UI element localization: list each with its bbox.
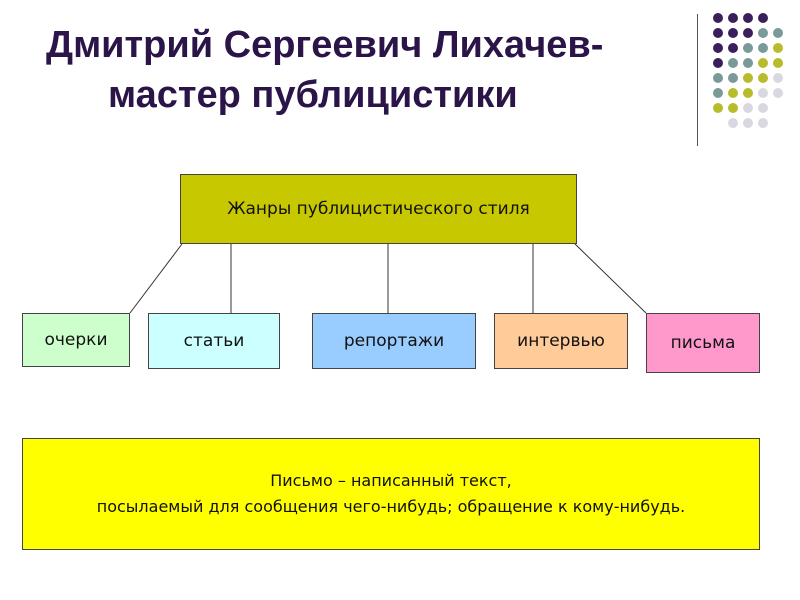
decor-dot — [743, 58, 753, 68]
diagram-node-reportazhi: репортажи — [312, 313, 476, 369]
decor-dot — [743, 73, 753, 83]
decor-dot-grid — [713, 13, 783, 128]
slide-title: Дмитрий Сергеевич Лихачев- мастер публиц… — [46, 20, 706, 120]
decor-dot — [728, 103, 738, 113]
decor-dot — [743, 88, 753, 98]
decor-dot — [713, 28, 723, 38]
diagram-node-stati: статьи — [148, 313, 280, 369]
decor-dot — [713, 88, 723, 98]
decor-dot — [758, 28, 768, 38]
decor-dot — [743, 118, 753, 128]
decor-dot — [728, 118, 738, 128]
decor-dot — [773, 43, 783, 53]
diagram-node-pisma: письма — [646, 313, 760, 373]
decor-dot — [773, 88, 783, 98]
decor-dot — [758, 103, 768, 113]
diagram-node-intervyu: интервью — [494, 313, 628, 369]
note-line-1: Письмо – написанный текст, — [270, 471, 512, 490]
decor-dot — [743, 28, 753, 38]
connector-1 — [129, 243, 183, 314]
decor-dot — [713, 13, 723, 23]
decor-dot — [758, 73, 768, 83]
decor-dot — [713, 43, 723, 53]
decor-dot — [728, 73, 738, 83]
connector-5 — [574, 243, 647, 314]
title-line-1: Дмитрий Сергеевич Лихачев- — [46, 24, 604, 66]
decor-dot — [773, 58, 783, 68]
decor-dot — [713, 58, 723, 68]
decor-dot — [758, 13, 768, 23]
definition-note: Письмо – написанный текст, посылаемый дл… — [22, 438, 760, 550]
decor-dot — [728, 13, 738, 23]
note-line-2: посылаемый для сообщения чего-нибудь; об… — [96, 497, 686, 516]
decor-dot — [743, 13, 753, 23]
title-line-2: мастер публицистики — [108, 74, 518, 116]
decor-dot — [758, 118, 768, 128]
decor-dot — [743, 103, 753, 113]
decor-dot — [758, 58, 768, 68]
decor-dot — [773, 28, 783, 38]
decor-dot — [743, 43, 753, 53]
decor-dot — [773, 73, 783, 83]
diagram-root-node: Жанры публицистического стиля — [180, 174, 577, 244]
decor-dot — [728, 88, 738, 98]
decor-dot — [728, 43, 738, 53]
decor-dot — [728, 28, 738, 38]
decor-dot — [758, 43, 768, 53]
decor-dot — [758, 88, 768, 98]
decor-dot — [713, 103, 723, 113]
decor-dot — [728, 58, 738, 68]
diagram-node-ocherki: очерки — [22, 313, 130, 367]
decor-dot — [713, 73, 723, 83]
decor-divider — [697, 14, 698, 146]
